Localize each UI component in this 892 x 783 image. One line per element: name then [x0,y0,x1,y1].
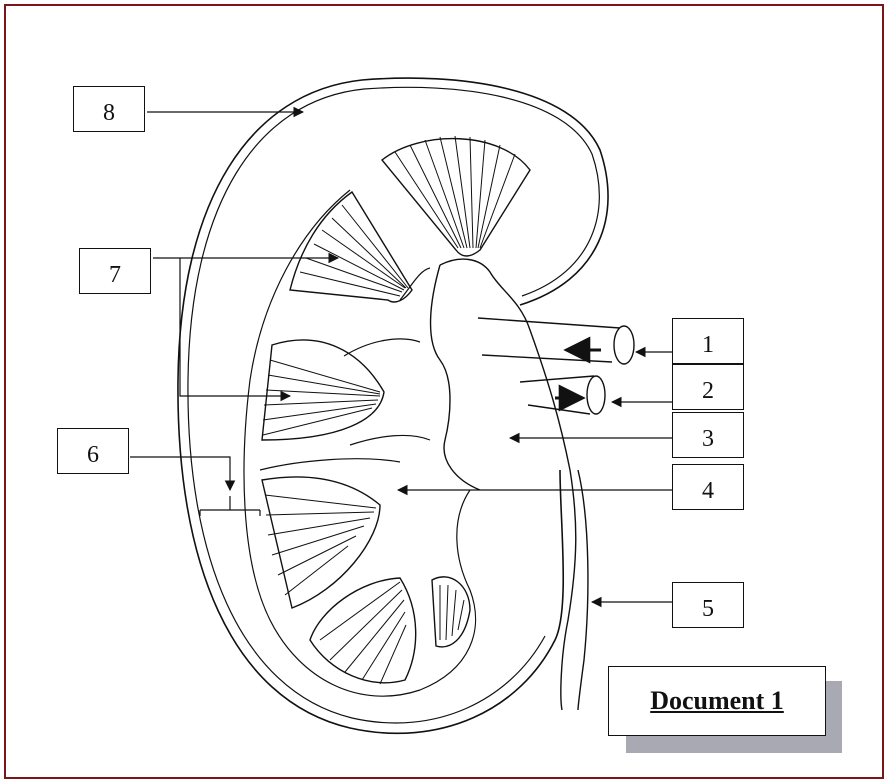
label-3: 3 [672,412,744,458]
caption-box: Document 1 [608,666,826,736]
renal-vessels [478,318,634,414]
label-2-text: 2 [702,378,714,405]
label-6: 6 [57,428,129,474]
label-8: 8 [73,86,145,132]
label-1-text: 1 [702,332,714,359]
label-connectors [130,112,672,602]
label-5: 5 [672,582,744,628]
label-7: 7 [79,248,151,294]
ureter [578,470,588,710]
label-5-text: 5 [702,596,714,623]
label-4: 4 [672,464,744,510]
label-2: 2 [672,364,744,410]
label-7-text: 7 [109,262,121,289]
label-3-text: 3 [702,426,714,453]
pyramid-upper-left [290,192,412,302]
pyramid-middle [262,340,384,440]
label-4-text: 4 [702,478,714,505]
pyramid-bottom [310,577,470,684]
pyramid-top [382,136,530,256]
label-1: 1 [672,318,744,364]
label-8-text: 8 [103,100,115,127]
caption-text: Document 1 [650,686,784,716]
label-6-text: 6 [87,442,99,469]
